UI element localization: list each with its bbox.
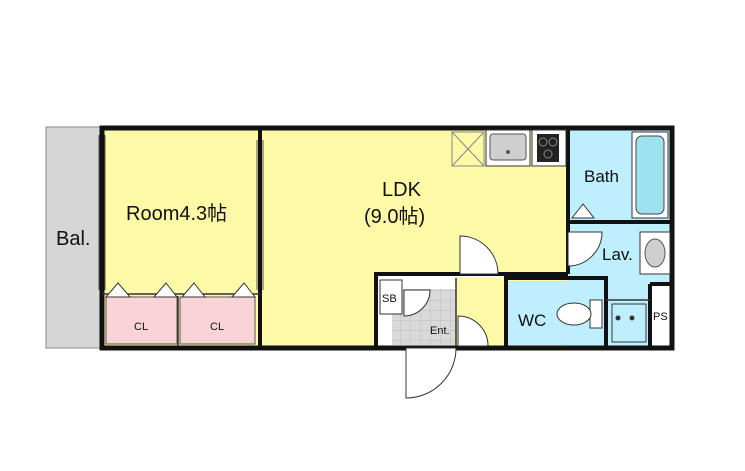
shoe-box-area bbox=[379, 279, 403, 315]
bath-label: Bath bbox=[584, 167, 619, 186]
room-label: Room4.3帖 bbox=[126, 202, 227, 225]
sink-icon bbox=[485, 129, 531, 167]
ldk-size-label: (9.0帖) bbox=[364, 205, 425, 228]
fridge-icon bbox=[451, 131, 485, 167]
closet-left-label: CL bbox=[134, 321, 148, 333]
closet-left-area bbox=[105, 296, 178, 345]
closet-right-area bbox=[179, 296, 256, 345]
washer-space-icon bbox=[611, 303, 647, 343]
shoe-box-label: SB bbox=[382, 293, 397, 305]
walls bbox=[99, 125, 675, 351]
toilet-icon bbox=[556, 299, 603, 329]
closet-right-label: CL bbox=[210, 321, 224, 333]
washbasin-icon bbox=[639, 231, 671, 275]
bathtub-icon bbox=[631, 131, 669, 219]
entrance-label: Ent. bbox=[430, 325, 450, 337]
pipe-space-area bbox=[650, 284, 672, 346]
lavatory-label: Lav. bbox=[602, 245, 633, 264]
stove-icon bbox=[531, 129, 567, 167]
ldk-label: LDK bbox=[382, 179, 422, 201]
window-marks bbox=[98, 135, 264, 290]
balcony-area bbox=[45, 126, 103, 349]
wc-label: WC bbox=[518, 311, 546, 330]
pipe-space-label: PS bbox=[653, 311, 668, 323]
balcony-label: Bal. bbox=[56, 228, 90, 250]
door-swings bbox=[403, 231, 603, 399]
